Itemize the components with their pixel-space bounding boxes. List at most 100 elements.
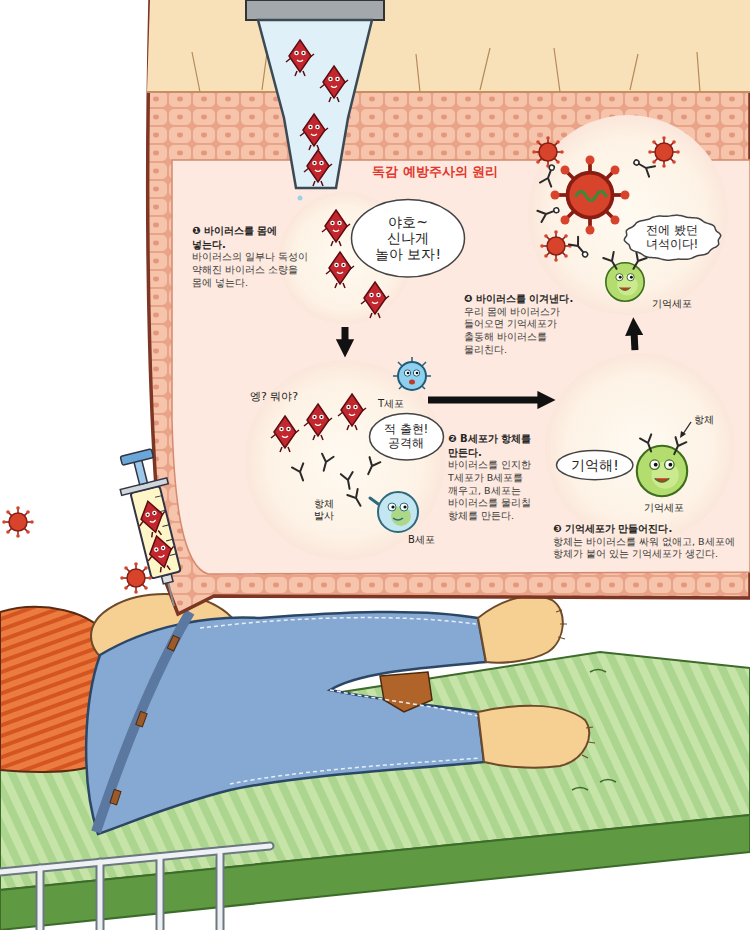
scene4-figures	[648, 136, 680, 168]
speech-bubble: 야호~ 신나게 놀아 보자!	[350, 198, 466, 278]
speech-bubble: 적 출현! 공격해	[368, 412, 445, 461]
scene2-figures	[271, 357, 431, 532]
syringe	[159, 510, 166, 512]
scene2-figures	[318, 454, 334, 473]
step-description: 바이러스를 인지한 T세포가 B세포를 깨우고, B세포는 바이러스를 물리칠 …	[448, 459, 554, 523]
magnified-skin	[148, 0, 750, 614]
b-cell	[370, 492, 418, 532]
vaccine-vial	[298, 196, 303, 201]
circle-fill	[545, 353, 735, 543]
patient	[86, 594, 616, 834]
scene1-viruses	[361, 282, 389, 318]
syringe	[130, 486, 180, 579]
patient	[572, 788, 588, 791]
syringe	[170, 554, 177, 556]
syringe	[120, 449, 153, 465]
step-caption: ❶ 바이러스를 몸에 넣는다.바이러스의 일부나 독성이 약해진 바이러스 소량…	[192, 224, 312, 289]
patient	[167, 635, 179, 651]
step-caption: ❷ B세포가 항체를 만든다.바이러스를 인지한 T세포가 B세포를 깨우고, …	[448, 432, 554, 523]
t-cell	[393, 357, 431, 389]
step-description: 바이러스의 일부나 독성이 약해진 바이러스 소량을 몸에 넣는다.	[192, 251, 312, 289]
patient	[230, 758, 480, 784]
patient	[556, 610, 567, 639]
t-cell	[409, 380, 415, 385]
scene3-figures	[669, 437, 687, 457]
scene3-figures	[637, 446, 687, 496]
bed	[98, 862, 103, 930]
t-cell	[416, 372, 419, 375]
patient	[478, 596, 563, 663]
patient	[110, 635, 180, 805]
scene4-figures	[576, 192, 606, 201]
vaccine-vial	[258, 20, 372, 188]
scene3-figures	[637, 422, 691, 496]
magnified-skin	[147, 0, 750, 92]
patient	[478, 596, 589, 768]
syringe	[134, 498, 170, 540]
floating-virus	[2, 506, 152, 594]
leader-line	[680, 422, 691, 438]
b-cell	[403, 505, 406, 508]
cell-label: 기억세포	[644, 502, 684, 514]
leader-line	[683, 422, 691, 434]
label-holder: 기억세포	[652, 298, 692, 310]
syringe	[143, 533, 179, 575]
patient	[478, 706, 589, 768]
speech-bubble: 기억해!	[555, 449, 634, 481]
syringe	[162, 525, 169, 527]
scene-circle: 기억해!❸ 기억세포가 만들어진다.항체는 바이러스를 싸워 없애고, B세포에…	[545, 353, 735, 543]
scene4-figures	[551, 156, 630, 235]
b-cell	[388, 503, 396, 511]
speech-holder: 야호~ 신나게 놀아 보자!	[372, 214, 444, 262]
step-description: 우리 몸에 바이러스가 들어오면 기억세포가 출동해 바이러스를 물리친다.	[464, 306, 586, 357]
bed	[156, 857, 165, 930]
scene4-figures	[606, 263, 644, 301]
scene4-figures	[532, 136, 564, 168]
scene4-figures	[532, 136, 680, 301]
syringe	[166, 539, 173, 541]
speech-text: 기억해!	[571, 457, 619, 473]
speech-holder: 적 출현! 공격해	[383, 423, 429, 451]
speech-text: 야호~ 신나게 놀아 보자!	[372, 214, 444, 262]
bubble-outline	[557, 450, 633, 479]
patient	[556, 610, 595, 758]
title-holder: 독감 예방주사의 원리	[372, 163, 498, 181]
step-heading: ❹ 바이러스를 이겨낸다.	[464, 292, 586, 306]
scene2-figures	[341, 472, 356, 490]
vaccine-vial	[286, 40, 314, 76]
circle-shape	[545, 353, 735, 543]
circle-fill	[528, 115, 728, 315]
floating-virus	[120, 562, 152, 594]
patient	[200, 618, 476, 628]
label-holder: 항체	[694, 414, 714, 426]
bubble-outline	[369, 414, 443, 460]
speech-text: 적 출현! 공격해	[383, 423, 429, 451]
bed	[218, 851, 223, 930]
bed	[96, 862, 105, 930]
t-cell	[404, 370, 410, 376]
patient	[590, 670, 606, 673]
syringe	[168, 581, 174, 606]
step-heading: ❷ B세포가 항체를 만든다.	[448, 432, 554, 459]
scene4-figures	[540, 163, 558, 186]
scene4-figures	[603, 252, 621, 272]
vaccine-vial	[246, 0, 384, 20]
t-cell	[413, 370, 419, 376]
patient	[330, 690, 478, 716]
vaccine-vial	[320, 66, 348, 102]
patient	[600, 780, 616, 783]
bed	[216, 851, 225, 930]
b-cell	[378, 492, 418, 532]
scene2-figures	[347, 489, 365, 509]
speech-holder: 전에 봤던 녀석이다!	[641, 224, 703, 252]
step-caption: ❹ 바이러스를 이겨낸다.우리 몸에 바이러스가 들어오면 기억세포가 출동해 …	[464, 292, 586, 357]
cell-label: T세포	[378, 398, 404, 410]
bed	[38, 868, 43, 930]
scene1-viruses	[322, 210, 350, 246]
flow-arrow	[342, 327, 349, 343]
syringe	[155, 496, 176, 556]
diagram-title: 독감 예방주사의 원리	[372, 163, 498, 181]
b-cell	[393, 518, 403, 520]
magnified-skin	[172, 160, 750, 574]
step-heading: ❸ 기억세포가 만들어진다.	[553, 522, 741, 536]
